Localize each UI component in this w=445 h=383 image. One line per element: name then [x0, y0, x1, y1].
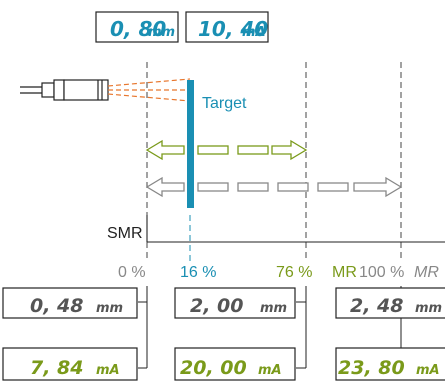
- bottom-right-mm-display: 2, 48 mm: [335, 287, 445, 319]
- bottom-right-ma-display: 23, 80 mA: [335, 347, 445, 381]
- bottom-left-mm-value: 0, 48: [30, 295, 84, 317]
- measuring-range-arrow: [145, 139, 308, 161]
- target-bar: [187, 80, 194, 208]
- bottom-left-ma-unit: mA: [96, 363, 120, 378]
- top-current-unit: mA: [242, 25, 266, 40]
- bottom-mid-mm-value: 2, 00: [190, 295, 244, 317]
- smr-label: SMR: [107, 225, 143, 242]
- full-range-arrow: [145, 176, 403, 198]
- scale-0pct: 0 %: [118, 264, 146, 281]
- laser-beam: [107, 78, 191, 102]
- top-current-display: 10, 40 mA: [185, 11, 269, 43]
- bottom-mid-mm-unit: mm: [260, 301, 287, 316]
- top-distance-value: 0, 80: [110, 17, 166, 41]
- bottom-right-mm-unit: mm: [415, 301, 442, 316]
- target-label: Target: [202, 95, 247, 112]
- bottom-right-mm-value: 2, 48: [350, 295, 404, 317]
- bottom-left-mm-display: 0, 48 mm: [2, 287, 138, 319]
- scale-mr-italic: MR: [414, 264, 439, 281]
- scale-16pct: 16 %: [180, 264, 216, 281]
- bottom-mid-ma-unit: mA: [258, 363, 282, 378]
- top-current-value: 10, 40: [198, 17, 268, 41]
- bottom-left-ma-value: 7, 84: [30, 357, 84, 379]
- scale-mr: MR: [332, 264, 357, 281]
- sensor-icon: [20, 79, 109, 101]
- top-distance-display: 0, 80 mm: [95, 11, 179, 43]
- bottom-mid-ma-value: 20, 00: [180, 357, 247, 379]
- bottom-right-ma-value: 23, 80: [338, 357, 405, 379]
- bottom-left-ma-display: 7, 84 mA: [2, 347, 138, 381]
- bottom-left-mm-unit: mm: [96, 301, 123, 316]
- bottom-mid-ma-display: 20, 00 mA: [174, 347, 296, 381]
- scale-100pct: 100 %: [359, 264, 404, 281]
- bottom-right-ma-unit: mA: [416, 363, 440, 378]
- scale-76pct: 76 %: [276, 264, 312, 281]
- bottom-mid-mm-display: 2, 00 mm: [174, 287, 296, 319]
- top-distance-unit: mm: [148, 25, 175, 40]
- guide-lines: [146, 62, 402, 262]
